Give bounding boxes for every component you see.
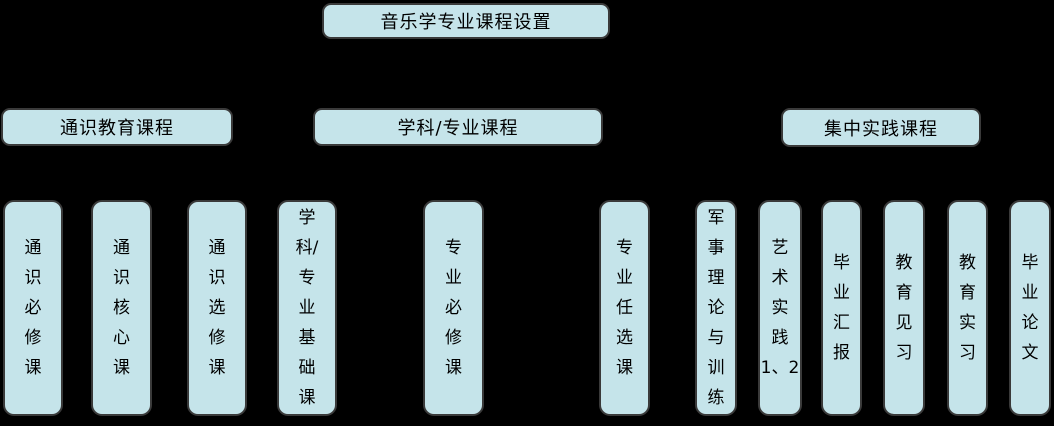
node-general-required-course: 通 识 必 修 课 (3, 200, 63, 416)
node-military-theory-training: 军 事 理 论 与 训 练 (695, 200, 737, 416)
node-graduation-thesis: 毕 业 论 文 (1009, 200, 1051, 416)
node-graduation-report: 毕 业 汇 报 (821, 200, 862, 416)
node-general-elective-course: 通 识 选 修 课 (187, 200, 247, 416)
node-discipline-foundation-course: 学 科/ 专 业 基 础 课 (277, 200, 337, 416)
node-curriculum-root: 音乐学专业课程设置 (322, 3, 610, 39)
node-major-elective-course: 专 业 任 选 课 (599, 200, 650, 416)
node-general-core-course: 通 识 核 心 课 (91, 200, 152, 416)
node-education-observation: 教 育 见 习 (883, 200, 925, 416)
node-general-education: 通识教育课程 (1, 108, 233, 146)
node-art-practice-1-2: 艺 术 实 践 1、2 (758, 200, 802, 416)
node-concentrated-practice: 集中实践课程 (781, 108, 981, 147)
node-discipline-major-courses: 学科/专业课程 (313, 108, 603, 146)
node-major-required-course: 专 业 必 修 课 (423, 200, 484, 416)
node-education-internship: 教 育 实 习 (947, 200, 988, 416)
